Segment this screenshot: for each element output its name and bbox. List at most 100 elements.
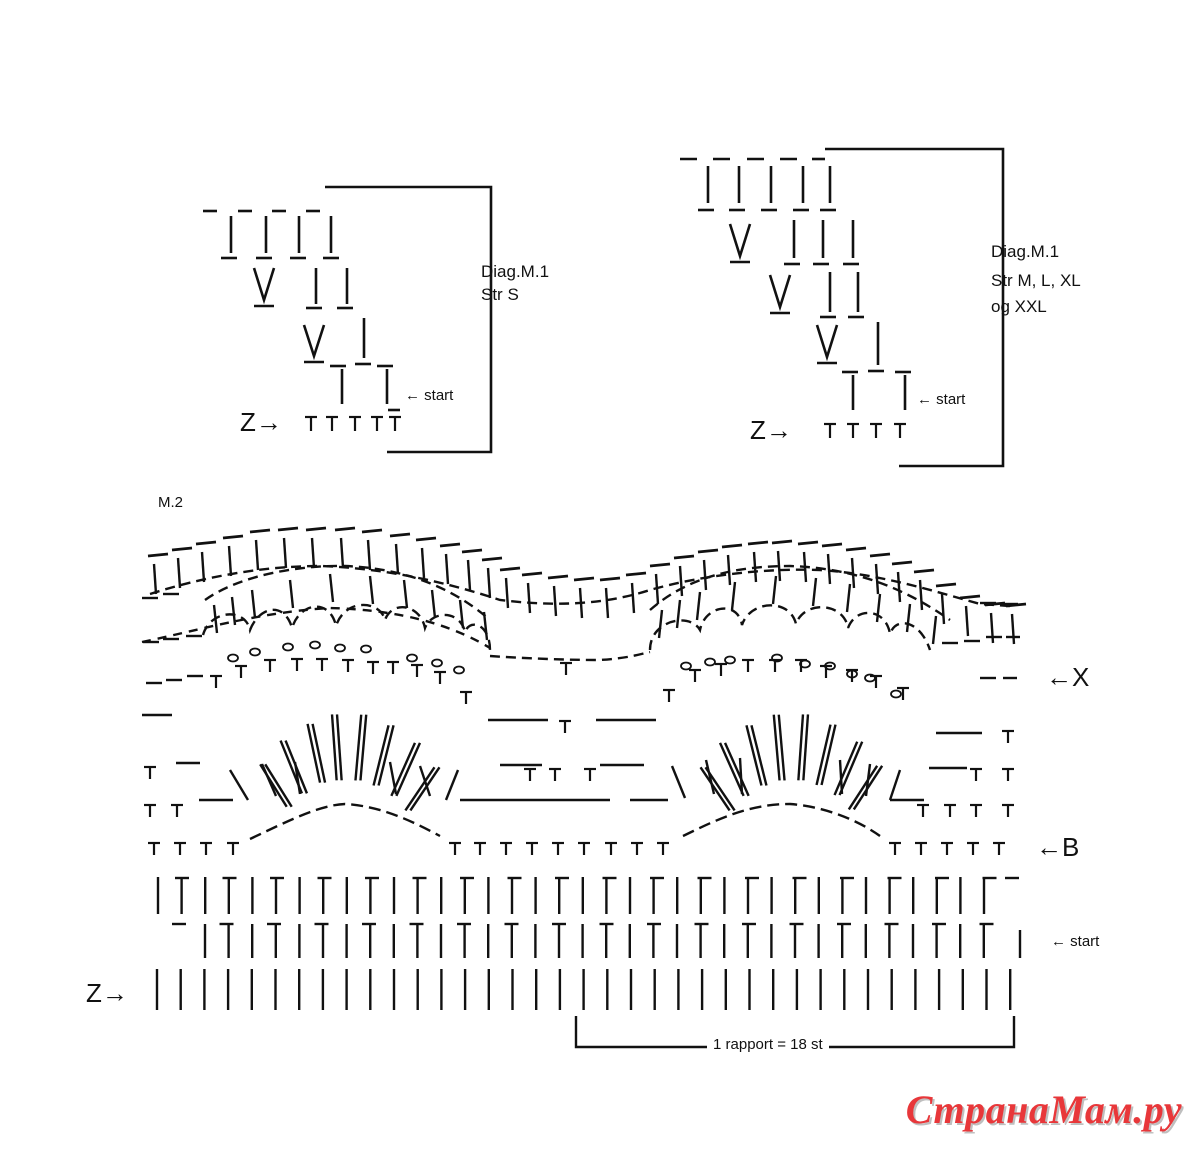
- stitch-bar: [838, 759, 844, 795]
- picot-o: [406, 653, 418, 663]
- stitch-bar: [918, 579, 924, 611]
- picot-o: [680, 661, 692, 671]
- stitch-bar: [328, 573, 335, 603]
- m1-large-start-label: ← start: [917, 391, 966, 408]
- chain-dash: [625, 571, 647, 577]
- stitch-bar: [1010, 613, 1016, 645]
- double-crochet-bar: [372, 725, 390, 786]
- stitch-bar: [288, 579, 295, 609]
- m2-z-label: Z→: [86, 978, 128, 1008]
- double-crochet-bar: [335, 714, 343, 781]
- chain-dash: [935, 582, 957, 588]
- m1-large-label-line-1: Diag.M.1: [991, 242, 1060, 261]
- stitch-bar: [704, 759, 716, 795]
- chain-arc: [141, 606, 491, 650]
- chain-arc: [682, 802, 881, 838]
- stitch-bar: [875, 593, 882, 623]
- stitch-bar: [486, 567, 492, 599]
- chain-dash: [821, 542, 843, 548]
- stitch-bar: [254, 539, 260, 571]
- chain-dash: [439, 542, 461, 548]
- chain-dash: [249, 528, 271, 534]
- stitch-bar: [458, 599, 465, 629]
- picot-o: [282, 642, 294, 652]
- chain-arc: [149, 564, 1011, 608]
- stitch-bar: [418, 765, 432, 797]
- stitch-bar: [293, 761, 302, 795]
- double-crochet-bar: [377, 725, 395, 786]
- chain-dash: [195, 540, 217, 546]
- stitch-bar: [874, 563, 880, 595]
- stitch-bar: [776, 550, 782, 582]
- chain-dash: [147, 552, 169, 558]
- double-crochet-bar: [777, 714, 786, 781]
- stitch-bar: [931, 615, 938, 645]
- stitch-bar: [738, 757, 744, 795]
- double-crochet-bar: [797, 714, 805, 781]
- stitch-bar: [227, 545, 233, 577]
- stitch-bar: [444, 553, 450, 585]
- stitch-bar: [388, 761, 398, 795]
- picot-o: [890, 689, 902, 699]
- chain-dash: [361, 528, 383, 534]
- stitch-bar: [940, 593, 946, 625]
- chain-dash: [415, 536, 437, 542]
- picot-o: [724, 655, 736, 665]
- picot-o: [334, 643, 346, 653]
- stitch-bar: [771, 575, 778, 605]
- picot-o: [431, 658, 443, 668]
- double-crochet-bar: [409, 766, 441, 812]
- chain-arc: [204, 564, 491, 621]
- double-crochet-bar: [718, 742, 745, 797]
- m1-small-z-label: Z→: [240, 407, 282, 437]
- chain-arc: [648, 604, 932, 651]
- v-stitch: [302, 324, 326, 361]
- stitch-bar: [282, 537, 288, 569]
- stitch-bar: [675, 599, 682, 629]
- stitch-bar: [670, 765, 687, 799]
- picot-o: [360, 644, 372, 654]
- picot-o: [799, 659, 811, 669]
- m1-small-start-label: ← start: [405, 387, 454, 404]
- chain-dash: [481, 556, 503, 562]
- double-crochet-bar: [330, 714, 338, 781]
- stitch-bar: [368, 575, 375, 605]
- chain-arc: [249, 802, 441, 841]
- double-crochet-bar: [723, 742, 750, 797]
- stitch-bar: [310, 537, 316, 569]
- stitch-bar: [444, 769, 460, 801]
- stitch-bar: [339, 537, 345, 569]
- double-crochet-bar: [815, 724, 832, 786]
- stitch-bar: [657, 609, 664, 639]
- stitch-bar: [152, 563, 158, 595]
- double-crochet-bar: [838, 741, 864, 796]
- stitch-bar: [752, 551, 758, 583]
- m1-large-z-label: Z→: [750, 415, 792, 445]
- picot-o: [864, 673, 876, 683]
- chain-dash: [573, 576, 595, 582]
- chain-dash: [334, 526, 356, 532]
- v-stitch: [728, 223, 752, 261]
- stitch-bar: [366, 539, 372, 571]
- watermark-logo: СтранаМам.ру: [905, 1087, 1182, 1132]
- stitch-bar: [826, 553, 832, 585]
- stitch-bar: [845, 583, 852, 613]
- chain-dash: [797, 540, 819, 546]
- stitch-bar: [802, 551, 808, 583]
- m1-small-label-line-1: Diag.M.1: [481, 262, 550, 281]
- stitch-bar: [526, 582, 532, 614]
- chain-dash: [171, 546, 193, 552]
- chain-dash: [721, 543, 743, 549]
- m2-marker-x: ←X: [1046, 662, 1090, 692]
- double-crochet-bar: [772, 714, 781, 781]
- stitch-bar: [430, 589, 437, 619]
- double-crochet-bar: [833, 741, 859, 796]
- chain-dash: [673, 554, 695, 560]
- v-stitch: [815, 324, 839, 362]
- chain-dash: [747, 540, 769, 546]
- stitch-bar: [552, 585, 558, 617]
- v-stitch: [252, 267, 276, 305]
- picot-o: [824, 661, 836, 671]
- chain-dash: [305, 526, 327, 532]
- double-crochet-bar: [750, 725, 768, 786]
